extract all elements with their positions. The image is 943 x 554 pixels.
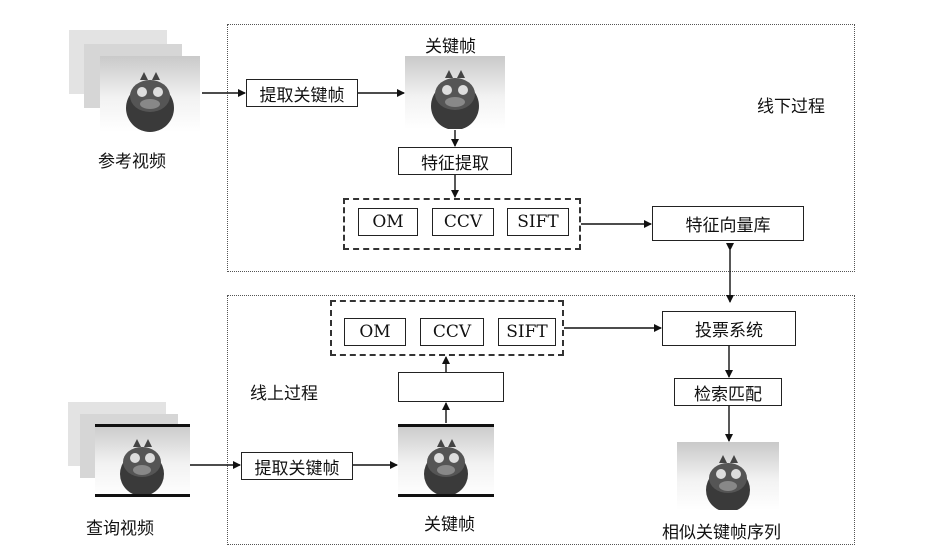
offline-region-label: 线下过程 — [757, 97, 825, 117]
reference-video-label: 参考视频 — [98, 152, 166, 172]
online-keyframe-bottom-bar — [398, 494, 494, 497]
query-video-bottom-bar — [95, 494, 190, 497]
offline-feature-group — [343, 198, 581, 250]
creature-illustration — [431, 70, 479, 129]
reference-video-image — [100, 56, 200, 132]
feature-vector-db-box: 特征向量库 — [652, 206, 804, 241]
creature-illustration — [424, 439, 468, 496]
online-keyframe-label: 关键帧 — [424, 515, 475, 535]
voting-system-box: 投票系统 — [662, 311, 796, 346]
online-feature-om: OM — [344, 318, 406, 346]
online-region — [227, 295, 855, 545]
offline-keyframe-label: 关键帧 — [425, 37, 476, 57]
result-label: 相似关键帧序列 — [662, 523, 781, 543]
result-keyframe-image — [677, 442, 779, 510]
query-video-label: 查询视频 — [86, 519, 154, 539]
online-keyframe-top-bar — [398, 424, 494, 427]
online-feature-sift: SIFT — [498, 318, 556, 346]
offline-feature-om: OM — [358, 208, 418, 236]
online-feature-group — [330, 300, 564, 356]
online-keyframe-image — [398, 424, 494, 496]
offline-extract-keyframe-box: 提取关键帧 — [246, 79, 358, 107]
online-feature-ccv: CCV — [420, 318, 484, 346]
creature-illustration — [120, 439, 164, 496]
online-extract-keyframe-box: 提取关键帧 — [241, 452, 353, 480]
online-feature-extraction-box — [398, 372, 504, 402]
offline-region — [227, 24, 855, 272]
offline-keyframe-image — [405, 56, 505, 129]
query-video-top-bar — [95, 424, 190, 427]
offline-feature-sift: SIFT — [507, 208, 569, 236]
retrieval-matching-box: 检索匹配 — [674, 378, 782, 406]
offline-feature-extraction-box: 特征提取 — [398, 147, 512, 175]
creature-illustration — [706, 455, 750, 510]
offline-feature-ccv: CCV — [432, 208, 494, 236]
online-region-label: 线上过程 — [250, 384, 318, 404]
creature-illustration — [126, 72, 174, 132]
query-video-image — [95, 424, 190, 496]
